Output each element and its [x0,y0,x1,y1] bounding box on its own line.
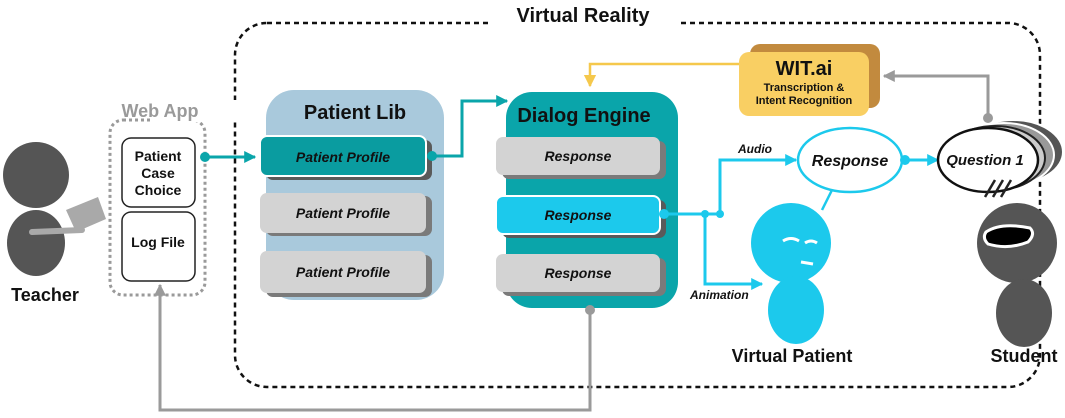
wit-ai-subtitle-1: Transcription & [764,82,845,94]
patient-profile-card-selected [259,135,427,177]
web-app-label: Web App [122,101,199,121]
teacher-label: Teacher [11,285,79,305]
patient-case-choice-line-3: Choice [135,182,182,198]
response-card-3 [496,254,660,292]
response-audio-arrow [718,154,798,214]
response-bubble-label: Response [812,153,889,170]
response-label-3: Response [545,265,612,281]
patient-profile-card-2 [260,193,426,233]
student-to-wit-arrow [882,70,990,118]
dialog-engine-panel: Dialog Engine Response Response Response [495,92,678,308]
patient-lib-title: Patient Lib [304,102,406,124]
wit-to-dialog-arrow [583,62,739,88]
student-figure-icon [977,203,1057,347]
patient-case-choice-line-2: Case [141,165,175,181]
wit-ai-subtitle-2: Intent Recognition [756,95,853,107]
response-speech-bubble: Response [796,126,904,211]
patient-lib-panel: Patient Lib Patient Profile Patient Prof… [259,90,444,300]
patient-case-choice-box [121,137,196,208]
dialog-engine-title: Dialog Engine [517,105,650,127]
virtual-patient-figure-icon [751,203,831,344]
virtual-reality-title: Virtual Reality [516,5,650,27]
response-card-1 [496,137,660,175]
patient-lib-to-dialog-arrow [432,95,509,158]
patient-profile-card-3 [260,251,426,293]
wit-ai-box: WIT.ai Transcription & Intent Recognitio… [739,44,880,116]
patient-profile-label-1: Patient Profile [296,149,390,165]
dialog-to-log-file-arrow [154,283,592,412]
teacher-figure-icon [3,142,106,276]
question-bubble-label: Question 1 [946,152,1024,169]
wit-ai-title: WIT.ai [776,58,833,80]
log-file-label: Log File [131,234,185,250]
student-label: Student [991,346,1058,366]
response-animation-arrow [703,214,764,290]
question-speech-bubbles: Question 1 [936,119,1064,198]
patient-profile-label-2: Patient Profile [296,205,390,221]
response-label-2: Response [545,207,612,223]
patient-profile-label-3: Patient Profile [296,264,390,280]
log-file-box [121,211,196,282]
virtual-patient-label: Virtual Patient [732,346,853,366]
web-app-box: Web App Patient Case Choice Log File [108,100,260,297]
audio-label: Audio [737,142,772,156]
animation-label: Animation [689,288,749,302]
response-label-1: Response [545,148,612,164]
patient-case-choice-line-1: Patient [135,148,182,164]
